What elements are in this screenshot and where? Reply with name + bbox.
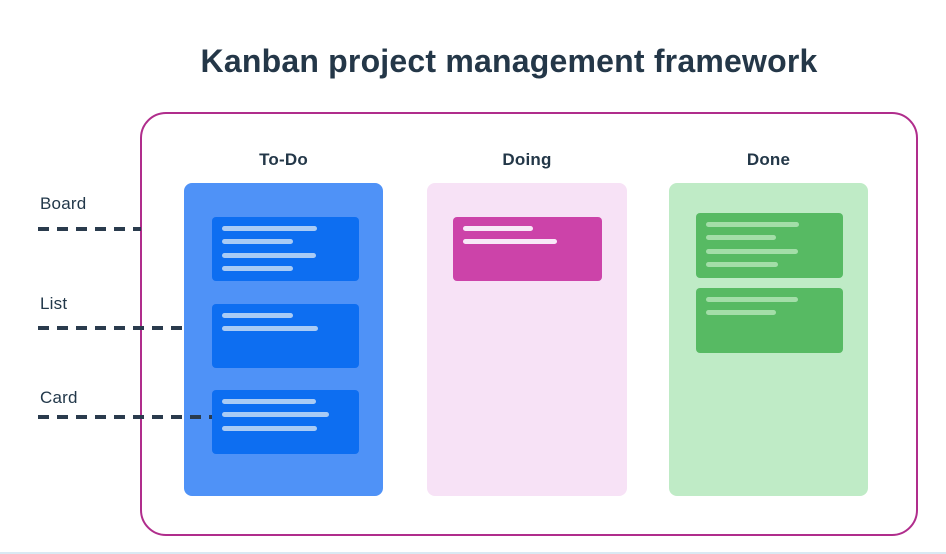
column-header-done: Done [746, 150, 791, 169]
kanban-card-todo-3 [212, 390, 359, 454]
card-placeholder-text-line [463, 239, 557, 245]
kanban-card-todo-2 [212, 304, 359, 368]
card-placeholder-text-line [222, 313, 293, 318]
legend-label-card: Card [40, 388, 78, 407]
kanban-card-todo-1 [212, 217, 359, 281]
legend-label-board: Board [40, 194, 87, 213]
bottom-edge-line [0, 552, 946, 554]
legend-leader-line-card [38, 415, 212, 419]
page-title: Kanban project management framework [200, 43, 818, 80]
card-placeholder-text-line [706, 297, 798, 302]
kanban-list-doing [427, 183, 627, 496]
card-placeholder-text-line [222, 399, 316, 404]
column-header-doing: Doing [502, 150, 552, 169]
card-placeholder-text-line [706, 248, 798, 254]
kanban-card-doing-1 [453, 217, 602, 281]
card-placeholder-text-line [222, 326, 318, 332]
card-placeholder-text-line [222, 226, 317, 231]
card-placeholder-text-line [463, 226, 533, 231]
kanban-list-todo [184, 183, 383, 496]
card-placeholder-text-line [706, 235, 776, 241]
card-placeholder-text-line [222, 266, 293, 272]
card-placeholder-text-line [222, 239, 293, 245]
card-placeholder-text-line [706, 222, 799, 227]
kanban-board-frame: To-Do Doing Done [140, 112, 918, 536]
legend-leader-line-list [38, 326, 186, 330]
card-placeholder-text-line [706, 310, 776, 316]
column-header-todo: To-Do [259, 150, 308, 169]
kanban-card-done-1 [696, 213, 843, 278]
card-placeholder-text-line [222, 425, 317, 431]
kanban-card-done-2 [696, 288, 843, 353]
card-placeholder-text-line [706, 262, 778, 268]
legend-leader-line-board [38, 227, 141, 231]
legend-label-list: List [40, 294, 68, 313]
card-placeholder-text-line [222, 252, 316, 258]
card-placeholder-text-line [222, 412, 329, 418]
kanban-list-done [669, 183, 868, 496]
